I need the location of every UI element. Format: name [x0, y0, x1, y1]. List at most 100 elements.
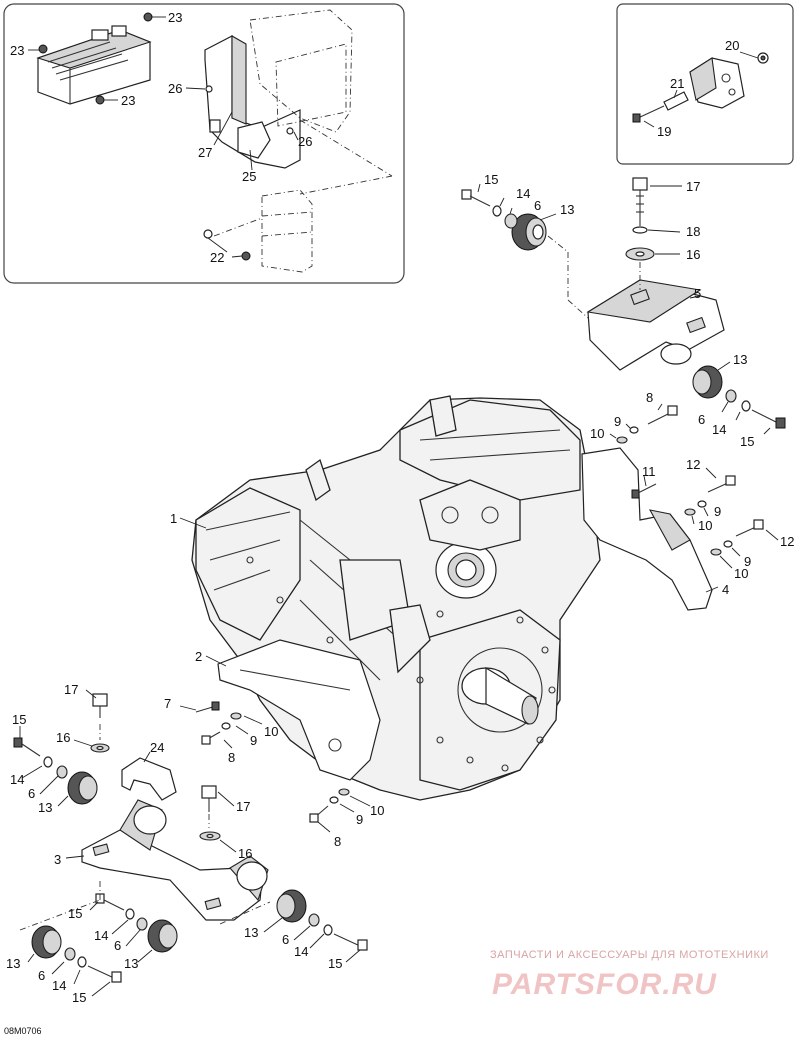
washer-16-lower-b — [199, 831, 221, 841]
callout-15: 15 — [12, 712, 26, 727]
callout-17: 17 — [236, 799, 250, 814]
callout-10: 10 — [370, 803, 384, 818]
washer-6-lower-d — [136, 917, 148, 931]
callout-22: 22 — [210, 250, 224, 265]
callout-13: 13 — [244, 925, 258, 940]
callout-13: 13 — [560, 202, 574, 217]
fastener-22-b — [241, 251, 251, 261]
callout-9: 9 — [356, 812, 363, 827]
callout-24: 24 — [150, 740, 164, 755]
rubber-mount-13-lower-a — [67, 771, 98, 805]
mount-bracket-upper — [586, 279, 725, 371]
callout-26: 26 — [168, 81, 182, 96]
callout-13: 13 — [6, 956, 20, 971]
washer-14-upper-b — [741, 400, 751, 412]
callout-12: 12 — [686, 457, 700, 472]
bolt-8-mid-b — [309, 805, 329, 823]
bracket-24 — [121, 757, 177, 801]
washer-14-lower-b — [323, 924, 333, 936]
callout-14: 14 — [52, 978, 66, 993]
rubber-mount-13-upper-a — [511, 213, 547, 251]
engine-mount-bracket-rear — [581, 447, 713, 611]
washer-14-lower-d — [125, 908, 135, 920]
callout-7: 7 — [164, 696, 171, 711]
callout-3: 3 — [54, 852, 61, 867]
washer-6-upper-b — [725, 389, 737, 403]
bolt-15-lower-a — [13, 737, 41, 757]
washer-9-right-a — [629, 426, 639, 434]
callout-15: 15 — [484, 172, 498, 187]
bolt-15-lower-b — [333, 933, 368, 951]
callout-15: 15 — [68, 906, 82, 921]
engine-mount-bracket-front — [217, 639, 381, 781]
bolt-15-upper-b — [751, 409, 786, 429]
bolt-7 — [195, 701, 220, 713]
bolt-12-b — [735, 519, 764, 537]
diagram-id: 08M0706 — [4, 1026, 42, 1036]
callout-6: 6 — [28, 786, 35, 801]
washer-6-lower-a — [56, 765, 68, 779]
washer-10-right-b — [684, 508, 696, 516]
callout-23: 23 — [168, 10, 182, 25]
connector-housing — [689, 57, 745, 109]
washer-6-upper-a — [504, 213, 518, 229]
washer-10-mid-a — [230, 712, 242, 720]
bolt-15-upper-a — [461, 189, 491, 207]
bolt-12-a — [707, 475, 736, 493]
washer-10-right-a — [616, 436, 628, 444]
callout-1: 1 — [170, 511, 177, 526]
ecu-module — [249, 9, 353, 133]
washer-6-lower-c — [64, 947, 76, 961]
callout-19: 19 — [657, 124, 671, 139]
callout-18: 18 — [686, 224, 700, 239]
callout-17: 17 — [64, 682, 78, 697]
washer-10-mid-b — [338, 788, 350, 796]
washer-14-lower-c — [77, 956, 87, 968]
callout-9: 9 — [250, 733, 257, 748]
callout-11: 11 — [642, 464, 656, 479]
bolt-8-right — [647, 405, 678, 425]
callout-10: 10 — [734, 566, 748, 581]
washer-6-lower-b — [308, 913, 320, 927]
callout-6: 6 — [698, 412, 705, 427]
callout-5: 5 — [694, 286, 701, 301]
bolt-17-upper — [632, 177, 648, 226]
callout-15: 15 — [740, 434, 754, 449]
washer-16-lower-a — [90, 743, 110, 753]
callout-6: 6 — [114, 938, 121, 953]
callout-17: 17 — [686, 179, 700, 194]
callout-8: 8 — [228, 750, 235, 765]
washer-14-lower-a — [43, 756, 53, 768]
callout-13: 13 — [38, 800, 52, 815]
callout-6: 6 — [282, 932, 289, 947]
callout-15: 15 — [328, 956, 342, 971]
callout-9: 9 — [614, 414, 621, 429]
washer-9-mid-b — [329, 796, 339, 804]
callout-14: 14 — [516, 186, 530, 201]
fastener-23-c — [95, 95, 105, 105]
callout-4: 4 — [722, 582, 729, 597]
bolt-17-lower-a — [92, 693, 108, 718]
callout-8: 8 — [334, 834, 341, 849]
fastener-26-a — [205, 85, 213, 93]
washer-18 — [632, 226, 648, 234]
bolt-8-mid-a — [201, 731, 221, 745]
callout-14: 14 — [294, 944, 308, 959]
callout-8: 8 — [646, 390, 653, 405]
callout-27: 27 — [198, 145, 212, 160]
mount-bracket-lower — [81, 799, 269, 921]
callout-10: 10 — [590, 426, 604, 441]
callout-10: 10 — [264, 724, 278, 739]
washer-9-mid-a — [221, 722, 231, 730]
watermark-logo: PARTSFOR.RU — [492, 968, 717, 1001]
fastener-22-a — [203, 229, 213, 239]
callout-10: 10 — [698, 518, 712, 533]
bolt-17-lower-b — [201, 785, 217, 812]
callout-16: 16 — [686, 247, 700, 262]
washer-9-right-c — [723, 540, 733, 548]
callout-15: 15 — [72, 990, 86, 1005]
fastener-23-b — [38, 44, 48, 54]
sleeve-21 — [663, 91, 689, 111]
callout-6: 6 — [38, 968, 45, 983]
bolt-11 — [631, 483, 657, 499]
